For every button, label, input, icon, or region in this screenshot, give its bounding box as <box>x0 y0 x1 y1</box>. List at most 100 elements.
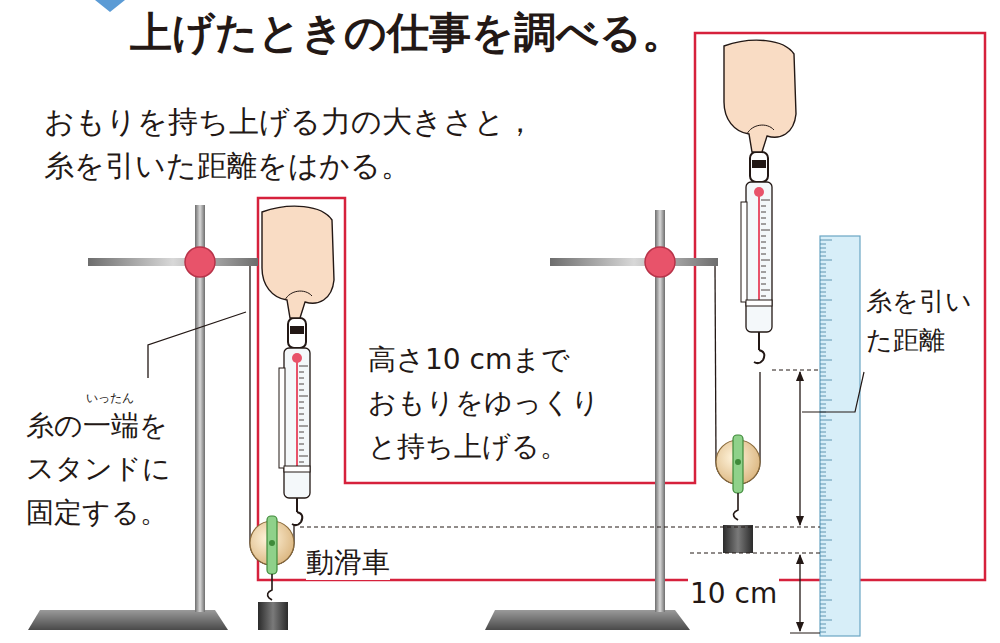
scale-tick <box>820 496 826 497</box>
scale-tick <box>761 224 766 225</box>
scale-tick <box>820 524 826 525</box>
scale-tick <box>820 300 832 301</box>
scale-tick <box>820 572 826 573</box>
leader-line <box>148 312 246 378</box>
scale-tick <box>820 312 826 313</box>
scale-tick <box>820 392 826 393</box>
scale-tick <box>820 520 832 521</box>
movable-pulley <box>250 516 294 630</box>
scale-tick <box>820 324 826 325</box>
hand <box>262 206 334 318</box>
scale-tick <box>820 340 832 341</box>
scale-tick <box>820 488 826 489</box>
scale-tick <box>820 540 832 541</box>
scale-tick <box>820 580 832 581</box>
dimension-label: 糸を引い た距離 <box>866 282 980 360</box>
ruler <box>820 236 860 636</box>
scale-tick <box>820 436 826 437</box>
scale-tick <box>820 360 832 361</box>
scale-tick <box>820 240 832 241</box>
scale-tick <box>820 420 832 421</box>
scale-tick <box>820 304 826 305</box>
scale-tick <box>299 366 308 367</box>
scale-tick <box>820 584 826 585</box>
scale-tick <box>761 242 766 243</box>
scale-tick <box>761 200 770 201</box>
scale-tick <box>299 456 308 457</box>
scale-tick <box>820 596 826 597</box>
scale-tick <box>820 296 826 297</box>
scale-tick <box>299 414 304 415</box>
scale-tick <box>761 278 766 279</box>
scale-tick <box>299 462 304 463</box>
scale-tick <box>299 444 304 445</box>
scale-tick <box>820 284 826 285</box>
scale-tick <box>299 396 308 397</box>
string <box>715 266 716 462</box>
scale-tick <box>761 260 770 261</box>
instruction-text: おもりを持ち上げる力の大きさと， 糸を引いた距離をはかる。 <box>44 100 536 187</box>
scale-tick <box>820 332 826 333</box>
scale-tick <box>820 472 826 473</box>
scale-tick <box>761 272 766 273</box>
scale-tick <box>761 296 766 297</box>
scale-tick <box>761 218 766 219</box>
scale-tick <box>820 544 826 545</box>
scale-tick <box>299 372 304 373</box>
scale-tick <box>820 376 826 377</box>
scale-tick <box>820 408 826 409</box>
scale-tick <box>820 428 826 429</box>
scale-tick <box>820 328 826 329</box>
scale-tick <box>820 388 826 389</box>
scale-tick <box>820 552 826 553</box>
scale-tick <box>820 632 826 633</box>
leader-line <box>802 372 864 412</box>
scale-tick <box>761 212 766 213</box>
scale-tick <box>820 444 826 445</box>
scale-tick <box>820 356 826 357</box>
scale-tick <box>820 616 826 617</box>
scale-tick <box>820 368 826 369</box>
scale-tick <box>820 456 826 457</box>
callout-text: 糸の一端を スタンドに 固定する。 <box>26 404 183 534</box>
scale-tick <box>820 256 826 257</box>
scale-tick <box>820 316 826 317</box>
scale-tick <box>299 438 304 439</box>
reference-line <box>690 553 820 554</box>
scale-tick <box>820 280 832 281</box>
scale-tick <box>820 400 832 401</box>
scale-tick <box>820 508 826 509</box>
scale-tick <box>820 336 826 337</box>
scale-tick <box>820 292 826 293</box>
scale-tick <box>761 248 766 249</box>
scale-tick <box>761 206 766 207</box>
reference-line <box>790 633 820 634</box>
scale-tick <box>820 628 826 629</box>
scale-tick <box>820 364 826 365</box>
scale-tick <box>820 268 826 269</box>
scale-tick <box>820 536 826 537</box>
scale-tick <box>820 372 826 373</box>
scale-tick <box>299 384 304 385</box>
scale-tick <box>820 476 826 477</box>
dimension-arrow <box>799 372 800 525</box>
page-title: 上げたときの仕事を調べる。 <box>130 8 684 58</box>
scale-tick <box>820 608 826 609</box>
heading-chevron <box>95 0 125 12</box>
scale-tick <box>820 564 826 565</box>
scale-tick <box>820 260 832 261</box>
scale-tick <box>820 460 832 461</box>
scale-tick <box>761 266 766 267</box>
scale-tick <box>820 484 826 485</box>
scale-tick <box>820 576 826 577</box>
scale-tick <box>761 284 766 285</box>
scale-tick <box>820 448 826 449</box>
dimension-arrow <box>799 555 800 631</box>
scale-tick <box>820 480 832 481</box>
scale-tick <box>820 556 826 557</box>
scale-tick <box>820 380 832 381</box>
scale-tick <box>820 264 826 265</box>
scale-tick <box>820 344 826 345</box>
scale-tick <box>299 450 304 451</box>
scale-tick <box>820 384 826 385</box>
